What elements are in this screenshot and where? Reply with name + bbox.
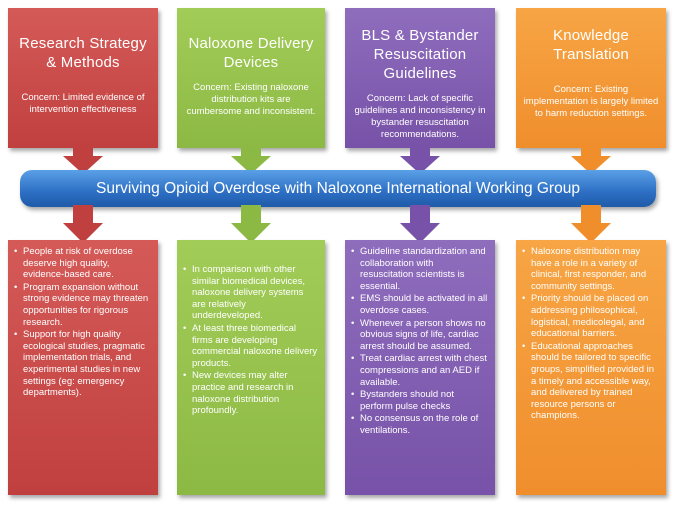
list-item: EMS should be activated in all overdose …	[351, 293, 489, 316]
list-item: Priority should be placed on addressing …	[522, 293, 660, 339]
list-item: People at risk of overdose deserve high …	[14, 246, 152, 281]
list-item: Educational approaches should be tailore…	[522, 341, 660, 422]
bls-guidelines-bullets: Guideline standardization and collaborat…	[351, 246, 489, 437]
list-item: New devices may alter practice and resea…	[183, 370, 319, 416]
bls-guidelines-title: BLS & Bystander Resuscitation Guidelines	[361, 27, 479, 82]
list-item: Program expansion without strong evidenc…	[14, 282, 152, 328]
down-arrow-icon	[571, 146, 611, 174]
down-arrow-icon	[63, 205, 103, 243]
naloxone-devices-bullets: In comparison with other similar biomedi…	[183, 264, 319, 417]
bls-guidelines-concern-box: BLS & Bystander Resuscitation Guidelines…	[345, 8, 495, 148]
down-arrow-icon	[231, 146, 271, 174]
research-strategy-findings-box: People at risk of overdose deserve high …	[8, 240, 158, 495]
naloxone-devices-concern: Concern: Existing naloxone distribution …	[186, 82, 316, 117]
down-arrow-icon	[63, 146, 103, 174]
list-item: Whenever a person shows no obvious signs…	[351, 318, 489, 353]
down-arrow-icon	[571, 205, 611, 243]
knowledge-translation-concern-box: Knowledge Translation Concern: Existing …	[516, 8, 666, 148]
list-item: Guideline standardization and collaborat…	[351, 246, 489, 292]
list-item: No consensus on the role of ventilations…	[351, 413, 489, 436]
list-item: Naloxone distribution may have a role in…	[522, 246, 660, 292]
research-strategy-title: Research Strategy & Methods	[19, 35, 147, 71]
list-item: Bystanders should not perform pulse chec…	[351, 389, 489, 412]
research-strategy-concern-box: Research Strategy & Methods Concern: Lim…	[8, 8, 158, 148]
down-arrow-icon	[400, 146, 440, 174]
knowledge-translation-findings-box: Naloxone distribution may have a role in…	[516, 240, 666, 495]
bls-guidelines-concern: Concern: Lack of specific guidelines and…	[354, 93, 486, 140]
research-strategy-concern: Concern: Limited evidence of interventio…	[21, 92, 145, 115]
list-item: In comparison with other similar biomedi…	[183, 264, 319, 322]
research-strategy-bullets: People at risk of overdose deserve high …	[14, 246, 152, 399]
down-arrow-icon	[400, 205, 440, 243]
list-item: Support for high quality ecological stud…	[14, 329, 152, 399]
list-item: At least three biomedical firms are deve…	[183, 323, 319, 369]
knowledge-translation-concern: Concern: Existing implementation is larg…	[523, 84, 659, 119]
bls-guidelines-findings-box: Guideline standardization and collaborat…	[345, 240, 495, 495]
naloxone-devices-title: Naloxone Delivery Devices	[188, 35, 314, 71]
down-arrow-icon	[231, 205, 271, 243]
knowledge-translation-title: Knowledge Translation	[552, 27, 630, 63]
working-group-banner: Surviving Opioid Overdose with Naloxone …	[20, 170, 656, 207]
naloxone-devices-concern-box: Naloxone Delivery Devices Concern: Exist…	[177, 8, 325, 148]
naloxone-devices-findings-box: In comparison with other similar biomedi…	[177, 240, 325, 495]
knowledge-translation-bullets: Naloxone distribution may have a role in…	[522, 246, 660, 422]
list-item: Treat cardiac arrest with chest compress…	[351, 353, 489, 388]
